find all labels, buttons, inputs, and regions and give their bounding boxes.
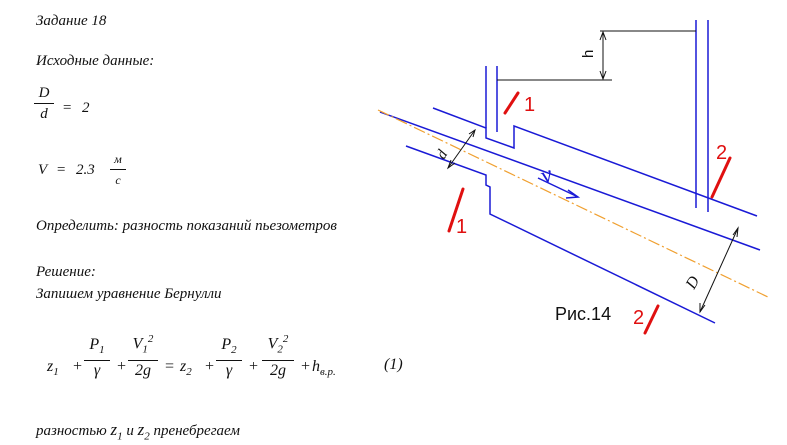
ratio-denominator: d bbox=[40, 106, 48, 122]
velocity-equals: = bbox=[56, 162, 67, 178]
piezometers bbox=[485, 20, 709, 212]
velocity-value: 2.3 bbox=[76, 162, 95, 178]
eq-z2: z2 bbox=[180, 358, 192, 379]
eq-plus-5: + bbox=[300, 358, 311, 375]
ratio-equals: = bbox=[62, 100, 73, 116]
section-marks bbox=[447, 91, 732, 335]
eq-plus-3: + bbox=[204, 358, 215, 375]
section-label-1-bottom: 1 bbox=[456, 216, 467, 238]
eq-plus-2: + bbox=[116, 358, 127, 375]
eq-v1-fraction: V12 2g bbox=[128, 330, 158, 380]
pipe-figure: h d D v 1 1 2 2 Рис.14 bbox=[377, 20, 771, 335]
eq-number: (1) bbox=[384, 356, 403, 373]
dimension-arrow-icon bbox=[699, 303, 706, 314]
solution-line: Запишем уравнение Бернулли bbox=[36, 286, 222, 302]
dimension-arrow-icon bbox=[732, 226, 739, 238]
ratio-value: 2 bbox=[82, 100, 90, 116]
eq-z1: z1 bbox=[47, 358, 59, 379]
label-D: D bbox=[682, 273, 703, 293]
determine-text: Определить: разность показаний пьезометр… bbox=[36, 218, 337, 234]
ratio-fraction: D d bbox=[34, 84, 54, 123]
pipe-axis bbox=[377, 109, 771, 299]
dimension-lines bbox=[447, 30, 739, 313]
section-label-2-bottom: 2 bbox=[633, 307, 644, 329]
velocity-unit-num: м bbox=[114, 152, 122, 166]
given-heading: Исходные данные: bbox=[36, 53, 155, 69]
velocity-unit-den: с bbox=[115, 173, 121, 187]
label-h: h bbox=[580, 50, 597, 58]
eq-p2-fraction: P2 γ bbox=[216, 336, 242, 380]
dimension-arrow-icon bbox=[599, 30, 607, 41]
neglect-line: разностью z1 и z2 пренебрегаем bbox=[36, 420, 240, 443]
dimension-arrow-icon bbox=[446, 159, 456, 170]
ratio-numerator: D bbox=[38, 85, 50, 101]
section-label-1-top: 1 bbox=[524, 94, 535, 116]
pipe-outline bbox=[379, 107, 761, 324]
eq-v2-fraction: V22 2g bbox=[262, 330, 294, 380]
velocity-symbol: V bbox=[38, 162, 48, 178]
dimension-arrow-icon bbox=[468, 128, 476, 138]
eq-p1-fraction: P1 γ bbox=[84, 336, 110, 380]
section-label-2-top: 2 bbox=[716, 142, 727, 164]
label-d: d bbox=[434, 147, 452, 162]
eq-plus-4: + bbox=[248, 358, 259, 375]
figure-caption: Рис.14 bbox=[555, 304, 611, 324]
eq-plus-1: + bbox=[72, 358, 83, 375]
dimension-arrow-icon bbox=[599, 70, 607, 81]
eq-equals: = bbox=[164, 358, 175, 375]
solution-heading: Решение: bbox=[36, 264, 96, 280]
velocity-unit: м с bbox=[110, 150, 126, 189]
flow-arrow-icon bbox=[537, 177, 581, 199]
task-title: Задание 18 bbox=[36, 13, 107, 29]
eq-head-loss: hв.р. bbox=[312, 358, 336, 379]
